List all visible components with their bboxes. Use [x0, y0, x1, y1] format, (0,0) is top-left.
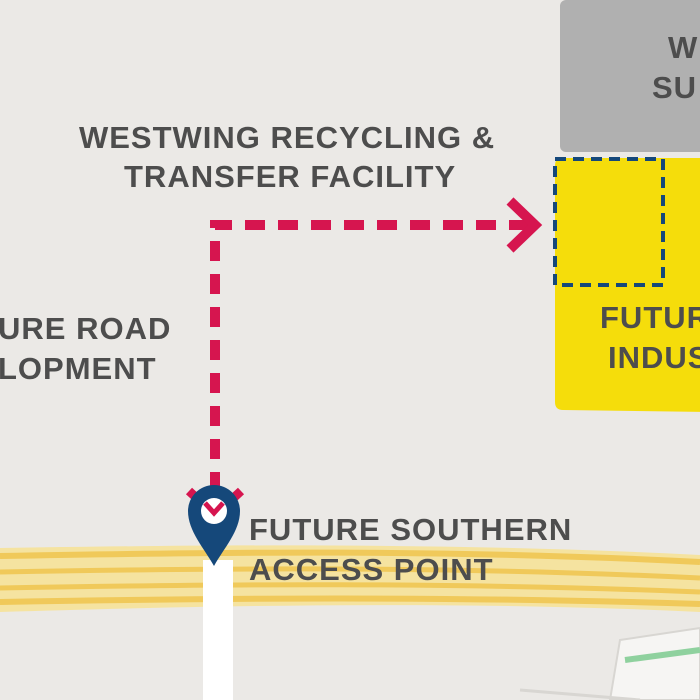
map-features: [519, 626, 700, 700]
highway: [0, 545, 700, 612]
substation-block: [560, 0, 700, 152]
industrial-label-line1: FUTUR: [600, 300, 700, 335]
road-label-line2: LOPMENT: [0, 351, 157, 386]
access-label-line1: FUTURE SOUTHERN: [249, 512, 573, 547]
substation-label-line1: W: [668, 30, 699, 65]
facility-label-line2: TRANSFER FACILITY: [124, 159, 457, 194]
access-label-line2: ACCESS POINT: [249, 552, 494, 587]
map-pin-icon[interactable]: [188, 485, 240, 566]
access-road: [203, 560, 233, 700]
substation-label-line2: SU: [652, 70, 698, 105]
facility-label-line1: WESTWING RECYCLING &: [79, 120, 496, 155]
road-label-line1: URE ROAD: [0, 311, 172, 346]
facility-outline: [553, 157, 665, 287]
industrial-label-line2: INDUS: [608, 340, 700, 375]
